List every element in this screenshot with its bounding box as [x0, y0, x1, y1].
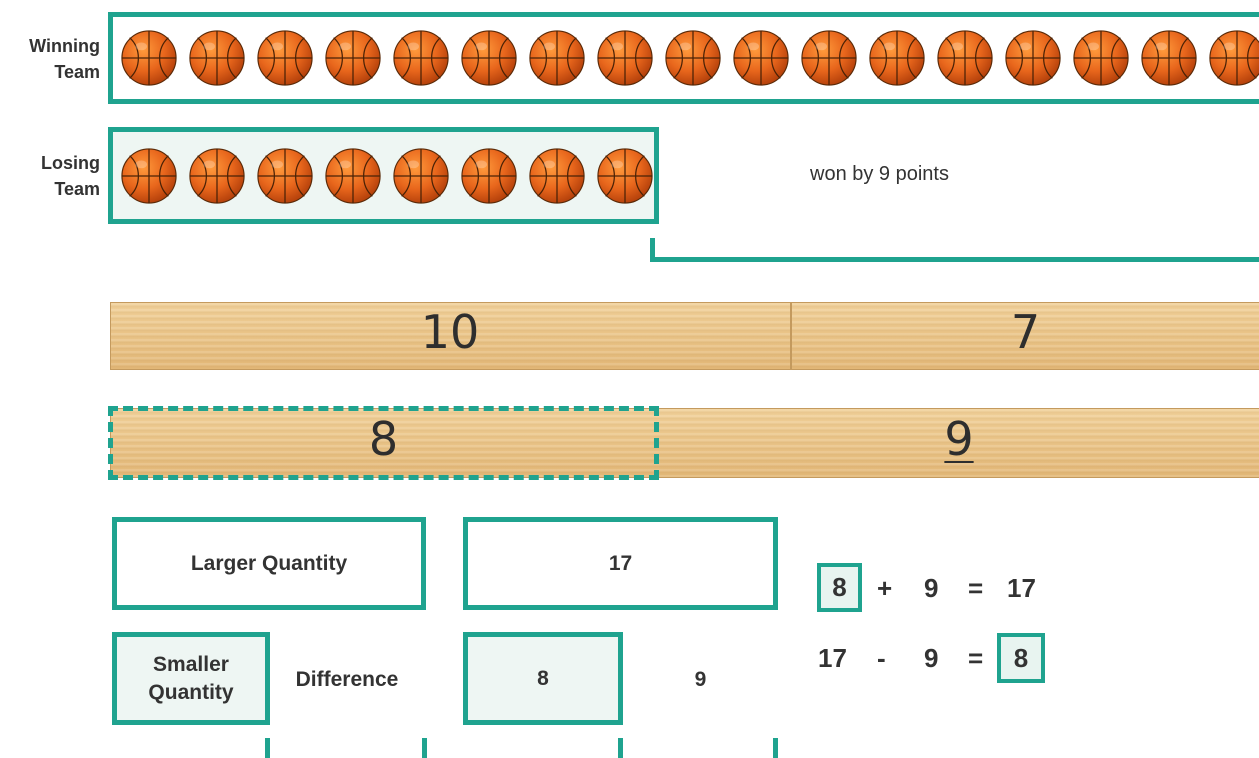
- tape-bar-bottom-right-value: 9: [659, 412, 1259, 466]
- equation2-operator: -: [877, 643, 886, 674]
- basketball-icon: [120, 147, 178, 205]
- basketball-icon: [800, 29, 858, 87]
- losing-team-balls: [120, 147, 664, 205]
- losing-team-label: Losing Team: [20, 150, 100, 202]
- equation1-addend: 9: [924, 573, 938, 604]
- equation1-sum: 17: [1007, 573, 1036, 604]
- bottom-bracket-left: [265, 738, 427, 758]
- basketball-icon: [392, 147, 450, 205]
- bottom-bracket-right: [618, 738, 778, 758]
- winning-team-balls: [120, 29, 1259, 87]
- basketball-icon: [1140, 29, 1198, 87]
- smaller-quantity-label-box: Smaller Quantity: [112, 632, 270, 725]
- difference-value: 9: [623, 668, 778, 692]
- tape-bar-top-right-value: 7: [792, 305, 1259, 359]
- larger-quantity-value-box: 17: [463, 517, 778, 610]
- basketball-icon: [528, 147, 586, 205]
- basketball-icon: [188, 147, 246, 205]
- difference-note: won by 9 points: [810, 163, 1110, 186]
- basketball-icon: [1072, 29, 1130, 87]
- basketball-icon: [596, 147, 654, 205]
- basketball-icon: [324, 147, 382, 205]
- tape-bar-bottom-left-value: 8: [110, 412, 657, 466]
- basketball-icon: [256, 29, 314, 87]
- basketball-icon: [1208, 29, 1259, 87]
- basketball-icon: [528, 29, 586, 87]
- basketball-icon: [596, 29, 654, 87]
- basketball-icon: [188, 29, 246, 87]
- basketball-icon: [936, 29, 994, 87]
- equation1-equals: =: [968, 573, 983, 604]
- equation1-unknown-box: 8: [817, 563, 862, 612]
- equation2-minuend: 17: [818, 643, 847, 674]
- equation1-operator: +: [877, 573, 892, 604]
- basketball-icon: [868, 29, 926, 87]
- basketball-icon: [120, 29, 178, 87]
- basketball-icon: [664, 29, 722, 87]
- basketball-icon: [460, 29, 518, 87]
- equation2-equals: =: [968, 643, 983, 674]
- basketball-icon: [1004, 29, 1062, 87]
- difference-label: Difference: [272, 668, 422, 692]
- tape-bar-top-left-value: 10: [110, 305, 790, 359]
- larger-quantity-label-box: Larger Quantity: [112, 517, 426, 610]
- basketball-icon: [324, 29, 382, 87]
- equation2-subtrahend: 9: [924, 643, 938, 674]
- winning-team-label: Winning Team: [20, 33, 100, 85]
- equation2-unknown-box: 8: [997, 633, 1045, 683]
- basketball-icon: [392, 29, 450, 87]
- difference-bracket: [650, 238, 1259, 262]
- smaller-quantity-value-box: 8: [463, 632, 623, 725]
- basketball-icon: [460, 147, 518, 205]
- basketball-icon: [732, 29, 790, 87]
- basketball-icon: [256, 147, 314, 205]
